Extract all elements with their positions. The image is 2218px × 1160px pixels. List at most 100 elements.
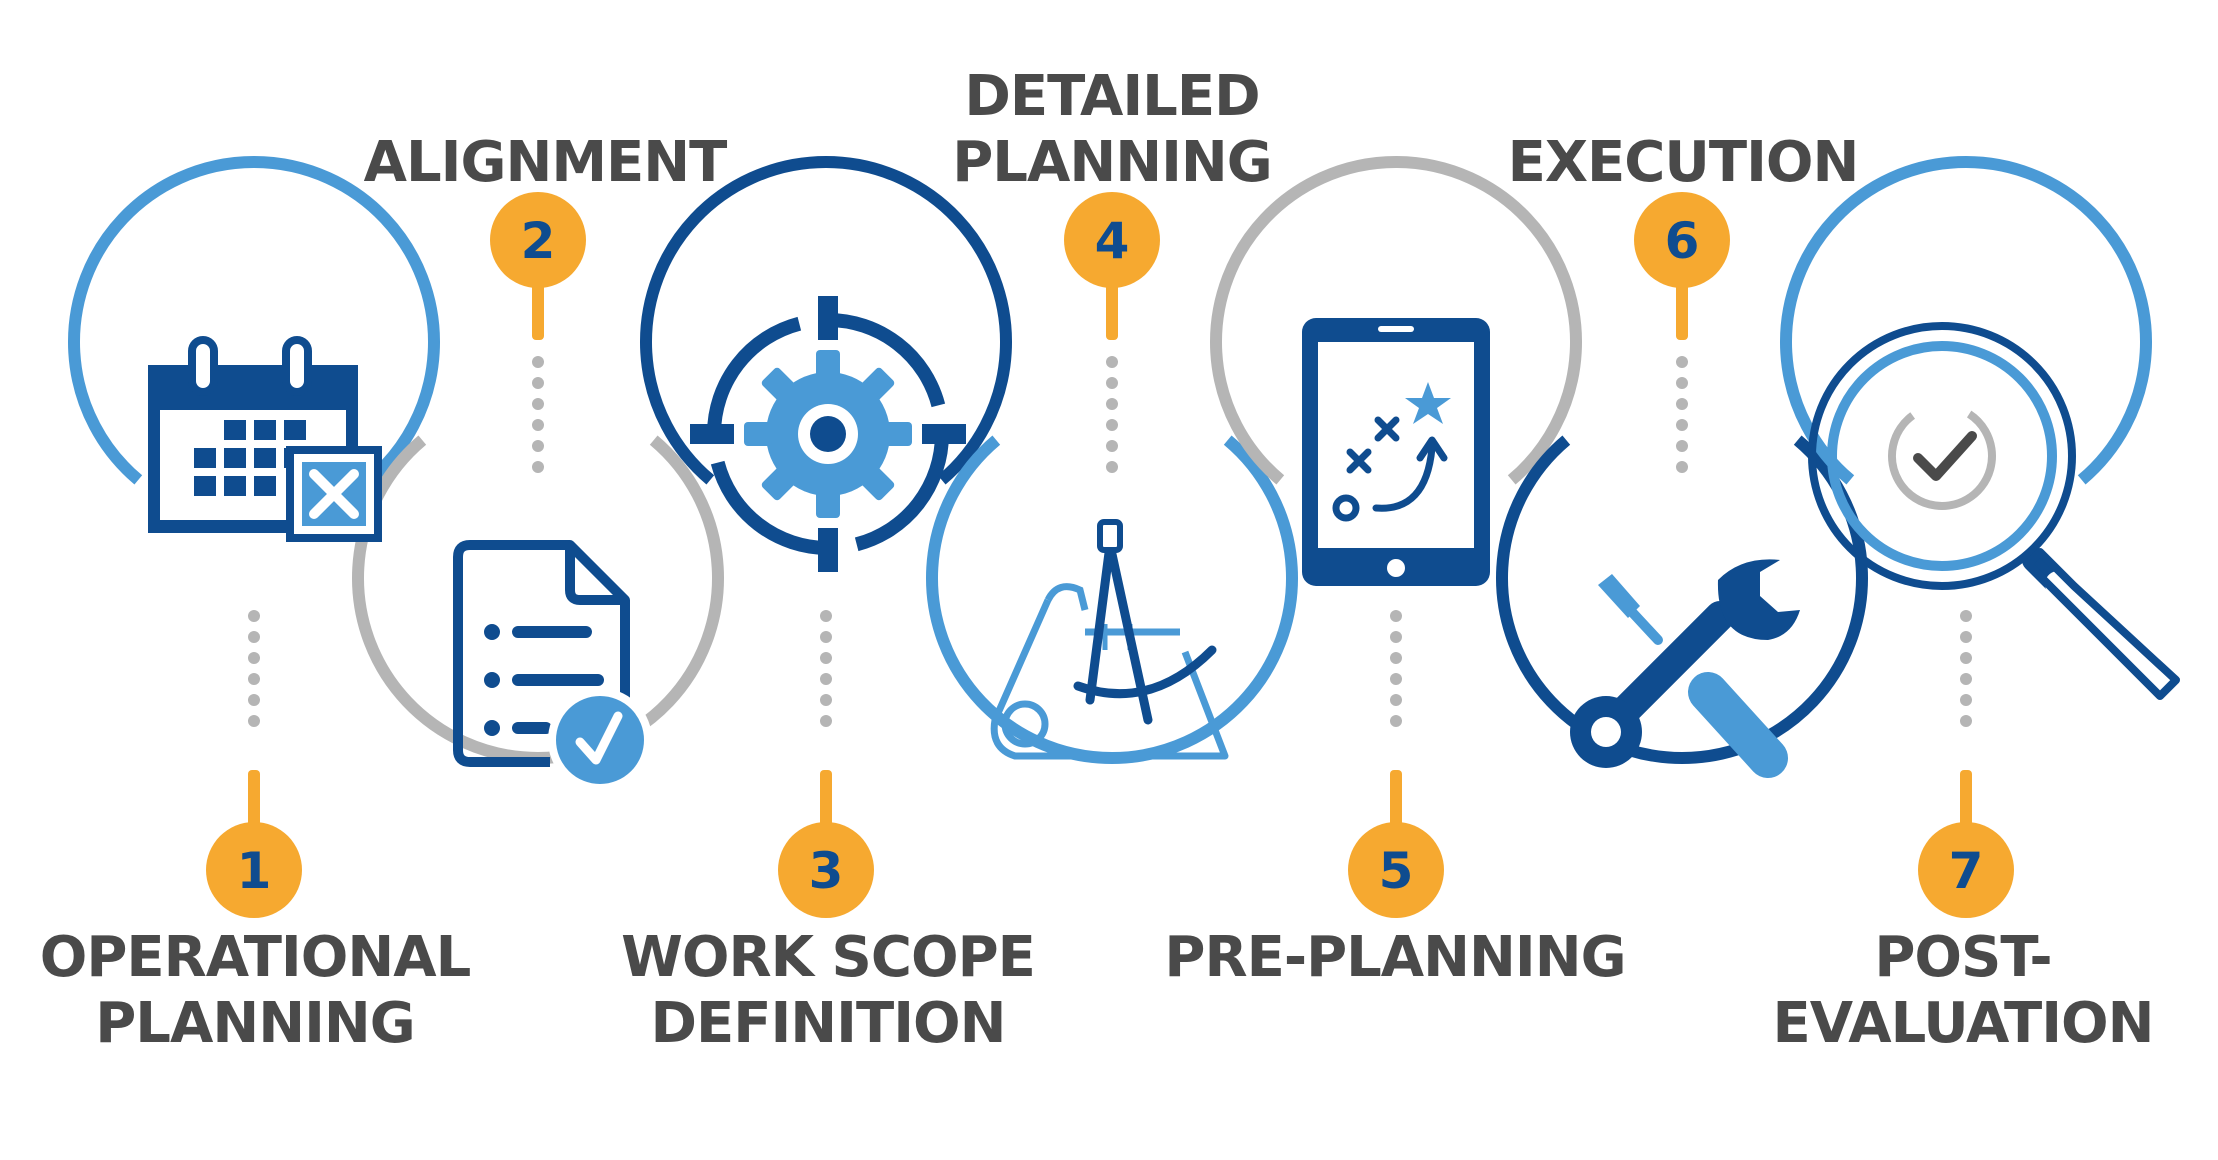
step-5-connector-dot	[1390, 715, 1402, 727]
step-7-pin: 7	[1918, 770, 2014, 918]
step-3-connector	[820, 610, 832, 727]
step-7-title-line-1: POST-	[1874, 925, 2052, 990]
step-1-connector-dot	[248, 694, 260, 706]
step-1-connector	[248, 610, 260, 727]
checklist-document-icon	[453, 540, 652, 792]
step-4-connector-dot	[1106, 377, 1118, 389]
step-2-pin-stem	[532, 280, 544, 340]
step-6-number: 6	[1665, 212, 1700, 270]
step-1-number-badge	[206, 822, 302, 918]
step-2-connector	[532, 356, 544, 473]
calendar-icon	[148, 336, 382, 542]
step-2-pin: 2	[490, 192, 586, 340]
step-7-connector	[1960, 610, 1972, 727]
step-5-connector	[1390, 610, 1402, 727]
step-7-pin-stem	[1960, 770, 1972, 830]
step-7-connector-dot	[1960, 715, 1972, 727]
step-1-connector-dot	[248, 673, 260, 685]
step-6-connector-dot	[1676, 398, 1688, 410]
step-6-title: EXECUTION	[1428, 130, 1938, 196]
step-5-connector-dot	[1390, 694, 1402, 706]
step-4-pin: 4	[1064, 192, 1160, 340]
step-5-connector-dot	[1390, 652, 1402, 664]
magnifier-check-icon	[1808, 322, 2180, 700]
step-2-number-badge	[490, 192, 586, 288]
step-3-connector-dot	[820, 631, 832, 643]
step-1-ring	[68, 156, 440, 485]
step-5-pin-stem	[1390, 770, 1402, 830]
step-2-title-line-1: ALIGNMENT	[363, 130, 728, 195]
step-3-connector-dot	[820, 715, 832, 727]
step-6-connector-dot	[1676, 356, 1688, 368]
step-7-title-line-2: EVALUATION	[1772, 991, 2154, 1056]
blueprint-compass-icon	[990, 519, 1229, 760]
step-3-connector-dot	[820, 694, 832, 706]
step-1-number: 1	[237, 842, 272, 900]
step-3-connector-dot	[820, 673, 832, 685]
step-6-pin: 6	[1634, 192, 1730, 340]
step-3-number-badge	[778, 822, 874, 918]
step-7-connector-dot	[1960, 673, 1972, 685]
step-6-connector-dot	[1676, 377, 1688, 389]
step-2-number: 2	[521, 212, 556, 270]
step-6-number-badge	[1634, 192, 1730, 288]
step-3-pin-stem	[820, 770, 832, 830]
step-5-number: 5	[1379, 842, 1414, 900]
step-3-connector-dot	[820, 652, 832, 664]
step-4-connector-dot	[1106, 419, 1118, 431]
step-1-connector-dot	[248, 652, 260, 664]
step-4-connector	[1106, 356, 1118, 473]
step-7-title: POST- EVALUATION	[1708, 925, 2218, 1057]
step-1-title-line-2: PLANNING	[95, 991, 415, 1056]
step-5-number-badge	[1348, 822, 1444, 918]
step-5-pin: 5	[1348, 770, 1444, 918]
step-6-ring	[1496, 435, 1868, 764]
step-1-title: OPERATIONAL PLANNING	[0, 925, 510, 1057]
step-6-connector-dot	[1676, 461, 1688, 473]
step-2-connector-dot	[532, 419, 544, 431]
step-2-connector-dot	[532, 440, 544, 452]
step-7-number-badge	[1918, 822, 2014, 918]
step-5-title: PRE-PLANNING	[1140, 925, 1650, 991]
step-2-title: ALIGNMENT	[290, 130, 800, 196]
step-3-title-line-2: DEFINITION	[650, 991, 1006, 1056]
wrench-screwdriver-icon	[1570, 559, 1800, 778]
step-4-number: 4	[1095, 212, 1130, 270]
tablet-strategy-icon	[1302, 318, 1490, 586]
step-3-pin: 3	[778, 770, 874, 918]
step-7-connector-dot	[1960, 694, 1972, 706]
step-6-title-line-1: EXECUTION	[1507, 130, 1860, 195]
step-1-pin-stem	[248, 770, 260, 830]
step-2-ring	[352, 435, 724, 764]
step-7-connector-dot	[1960, 652, 1972, 664]
step-4-connector-dot	[1106, 440, 1118, 452]
step-6-pin-stem	[1676, 280, 1688, 340]
step-1-connector-dot	[248, 610, 260, 622]
step-6-connector-dot	[1676, 440, 1688, 452]
step-1-connector-dot	[248, 631, 260, 643]
step-5-connector-dot	[1390, 631, 1402, 643]
step-3-title-line-1: WORK SCOPE	[621, 925, 1036, 990]
step-1-pin: 1	[206, 770, 302, 918]
step-5-title-line-1: PRE-PLANNING	[1164, 925, 1626, 990]
step-1-connector-dot	[248, 715, 260, 727]
step-4-title-line-1: DETAILED	[964, 64, 1260, 129]
step-3-connector-dot	[820, 610, 832, 622]
step-2-connector-dot	[532, 398, 544, 410]
step-2-connector-dot	[532, 461, 544, 473]
step-6-connector-dot	[1676, 419, 1688, 431]
step-4-title: DETAILED PLANNING	[857, 64, 1367, 196]
step-2-connector-dot	[532, 377, 544, 389]
step-5-ring	[1210, 156, 1582, 485]
step-4-connector-dot	[1106, 398, 1118, 410]
step-4-pin-stem	[1106, 280, 1118, 340]
step-4-ring	[926, 435, 1298, 764]
step-6-connector	[1676, 356, 1688, 473]
step-3-number: 3	[809, 842, 844, 900]
step-2-connector-dot	[532, 356, 544, 368]
step-1-title-line-1: OPERATIONAL	[39, 925, 472, 990]
step-3-title: WORK SCOPE DEFINITION	[573, 925, 1083, 1057]
step-7-ring	[1780, 156, 2152, 485]
